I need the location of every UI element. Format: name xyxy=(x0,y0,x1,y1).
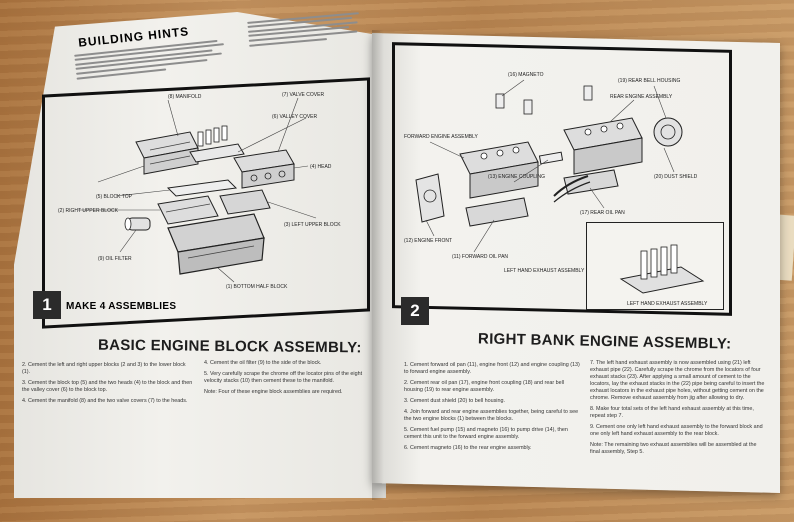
right-bank-diagram: FORWARD ENGINE ASSEMBLY REAR ENGINE ASSE… xyxy=(404,72,698,274)
rear-engine-drawing xyxy=(563,117,643,175)
engine-block-diagram: (8) MANIFOLD (7) VALVE COVER (6) VALLEY … xyxy=(58,92,341,290)
coupling-drawing xyxy=(538,151,564,165)
label-right-upper-block: (2) RIGHT UPPER BLOCK xyxy=(58,208,119,214)
instruction-item: 4. Cement the oil filter (9) to the side… xyxy=(204,360,322,366)
instruction-item: 2. Cement rear oil pan (17), engine fron… xyxy=(404,380,565,393)
label-engine-front: (12) ENGINE FRONT xyxy=(404,238,452,244)
label-rear-bell-housing: (19) REAR BELL HOUSING xyxy=(618,78,680,84)
label-valve-cover: (7) VALVE COVER xyxy=(282,92,324,98)
head-right-drawing xyxy=(233,149,295,189)
basic-engine-block-heading: BASIC ENGINE BLOCK ASSEMBLY: xyxy=(97,336,362,357)
instruction-item: 3. Cement dust shield (20) to bell housi… xyxy=(404,398,505,404)
instruction-item: 5. Cement fuel pump (15) and magneto (16… xyxy=(404,427,568,440)
manifold-drawing xyxy=(189,143,245,163)
oil-filter-drawing xyxy=(124,217,151,231)
instruction-item: 4. Join forward and rear engine assembli… xyxy=(404,409,579,422)
step-1-caption: MAKE 4 ASSEMBLIES xyxy=(66,301,177,312)
forward-engine-drawing xyxy=(459,141,539,199)
label-engine-coupling: (13) ENGINE COUPLING xyxy=(488,174,545,180)
block-top-drawing xyxy=(166,179,238,197)
inset-caption: LEFT HAND EXHAUST ASSEMBLY xyxy=(627,301,708,307)
exhaust-jig-inset: LEFT HAND EXHAUST ASSEMBLY xyxy=(586,222,724,310)
step-1-badge: 1 xyxy=(33,291,61,319)
label-forward-engine: FORWARD ENGINE ASSEMBLY xyxy=(404,134,478,140)
rear-oil-pan-drawing xyxy=(563,169,619,195)
label-head: (4) HEAD xyxy=(310,164,332,170)
instruction-note: Note: The remaining two exhaust assembli… xyxy=(590,442,757,455)
right-instructions-col1: 1. Cement forward oil pan (11), engine f… xyxy=(404,362,584,456)
valve-cover-left-drawing xyxy=(135,131,199,175)
bottom-block-drawing xyxy=(167,213,265,275)
right-leader-lines xyxy=(425,79,675,253)
step-2-badge: 2 xyxy=(401,297,429,325)
label-magneto: (16) MAGNETO xyxy=(508,72,544,78)
exhaust-drawing xyxy=(553,175,591,203)
label-bottom-half-block: (1) BOTTOM HALF BLOCK xyxy=(226,284,288,290)
instruction-item: 9. Cement one only left hand exhaust ass… xyxy=(590,424,763,437)
label-oil-filter: (9) OIL FILTER xyxy=(98,256,132,262)
bell-housing-drawing xyxy=(653,117,683,147)
instruction-item: 4. Cement the manifold (8) and the two v… xyxy=(22,398,188,404)
label-valley-cover: (6) VALLEY COVER xyxy=(272,114,317,120)
left-instructions-col1: 2. Cement the left and right upper block… xyxy=(22,362,194,409)
label-dust-shield: (20) DUST SHIELD xyxy=(654,174,698,180)
label-block-top: (5) BLOCK TOP xyxy=(96,194,133,200)
instruction-item: 1. Cement forward oil pan (11), engine f… xyxy=(404,362,580,375)
label-forward-oil-pan: (11) FORWARD OIL PAN xyxy=(452,254,508,260)
label-rear-oil-pan: (17) REAR OIL PAN xyxy=(580,210,625,216)
instruction-item: 8. Make four total sets of the left hand… xyxy=(590,406,754,419)
left-instructions-col2: 4. Cement the oil filter (9) to the side… xyxy=(204,360,364,400)
book-gutter-shadow xyxy=(372,30,384,500)
forward-oil-pan-drawing xyxy=(465,197,529,227)
right-instructions-col2: 7. The left hand exhaust assembly is now… xyxy=(590,360,766,460)
velocity-stacks-drawing xyxy=(197,125,228,147)
label-left-upper-block: (3) LEFT UPPER BLOCK xyxy=(284,222,341,228)
instruction-item: 5. Very carefully scrape the chrome off … xyxy=(204,371,363,384)
instruction-item: 6. Cement magneto (16) to the rear engin… xyxy=(404,445,532,451)
instruction-note: Note: Four of these engine block assembl… xyxy=(204,389,343,395)
label-rear-engine: REAR ENGINE ASSEMBLY xyxy=(610,94,673,100)
upper-blocks-drawing xyxy=(157,189,271,225)
instruction-item: 7. The left hand exhaust assembly is now… xyxy=(590,360,765,401)
engine-front-drawing xyxy=(415,173,445,223)
instruction-item: 2. Cement the left and right upper block… xyxy=(22,362,186,375)
instruction-item: 3. Cement the block top (5) and the two … xyxy=(22,380,193,393)
leader-lines xyxy=(78,97,317,283)
label-manifold: (8) MANIFOLD xyxy=(168,94,202,100)
magneto-drawing xyxy=(495,85,593,115)
label-left-hand-exhaust: LEFT HAND EXHAUST ASSEMBLY xyxy=(504,268,585,274)
exhaust-jig-drawing: LEFT HAND EXHAUST ASSEMBLY xyxy=(619,244,708,307)
